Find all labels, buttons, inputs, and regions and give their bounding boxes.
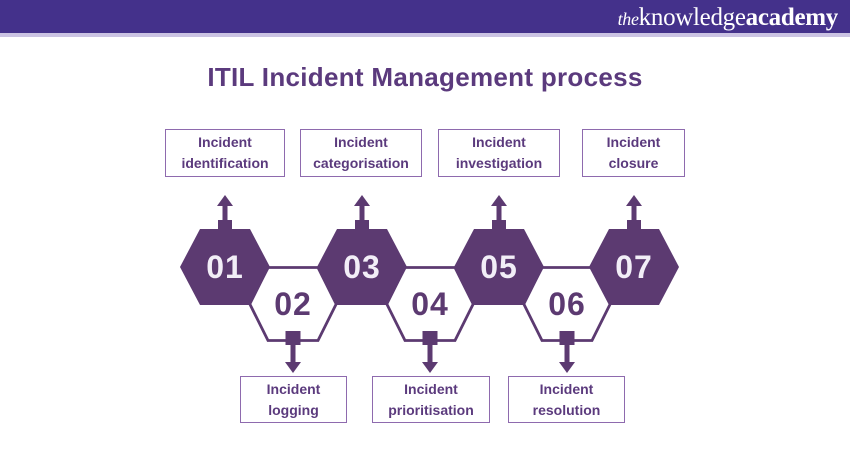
step-number: 04	[411, 285, 449, 322]
step-label-text: Incident investigation	[455, 134, 543, 171]
hexagon-step-07: 07	[589, 229, 679, 305]
step-label-text: Incident identification	[181, 134, 269, 171]
step-label-text: Incident closure	[606, 134, 661, 171]
hexagon-step-05: 05	[454, 229, 544, 305]
step-number: 03	[343, 248, 381, 285]
step-label-box-03: Incident categorisation	[300, 129, 422, 177]
logo-knowledge: knowledge	[638, 4, 746, 31]
page-title: ITIL Incident Management process	[207, 62, 643, 92]
step-number: 05	[480, 248, 518, 285]
step-label-text: Incident categorisation	[313, 134, 409, 171]
step-label-box-04: Incident prioritisation	[372, 376, 490, 423]
step-number: 02	[274, 285, 312, 322]
down-arrow-icon	[282, 331, 304, 378]
step-label-box-05: Incident investigation	[438, 129, 560, 177]
step-label-text: Incident logging	[266, 380, 321, 418]
step-number: 06	[548, 285, 586, 322]
logo-academy: academy	[745, 4, 839, 31]
brand-logo: theknowledgeacademy	[617, 4, 839, 32]
hexagon-step-06: 06	[522, 266, 612, 342]
step-label-text: Incident resolution	[532, 380, 601, 418]
step-number: 01	[206, 248, 244, 285]
down-arrow-icon	[419, 331, 441, 378]
hexagon-step-01: 01	[180, 229, 270, 305]
step-label-box-06: Incident resolution	[508, 376, 625, 423]
hexagon-step-03: 03	[317, 229, 407, 305]
logo-the: the	[617, 9, 639, 29]
step-label-box-07: Incident closure	[582, 129, 685, 177]
step-label-box-02: Incident logging	[240, 376, 347, 423]
step-label-box-01: Incident identification	[165, 129, 285, 177]
step-number: 07	[615, 248, 653, 285]
step-label-text: Incident prioritisation	[388, 380, 474, 418]
down-arrow-icon	[556, 331, 578, 378]
header-bar: theknowledgeacademy	[0, 0, 850, 37]
